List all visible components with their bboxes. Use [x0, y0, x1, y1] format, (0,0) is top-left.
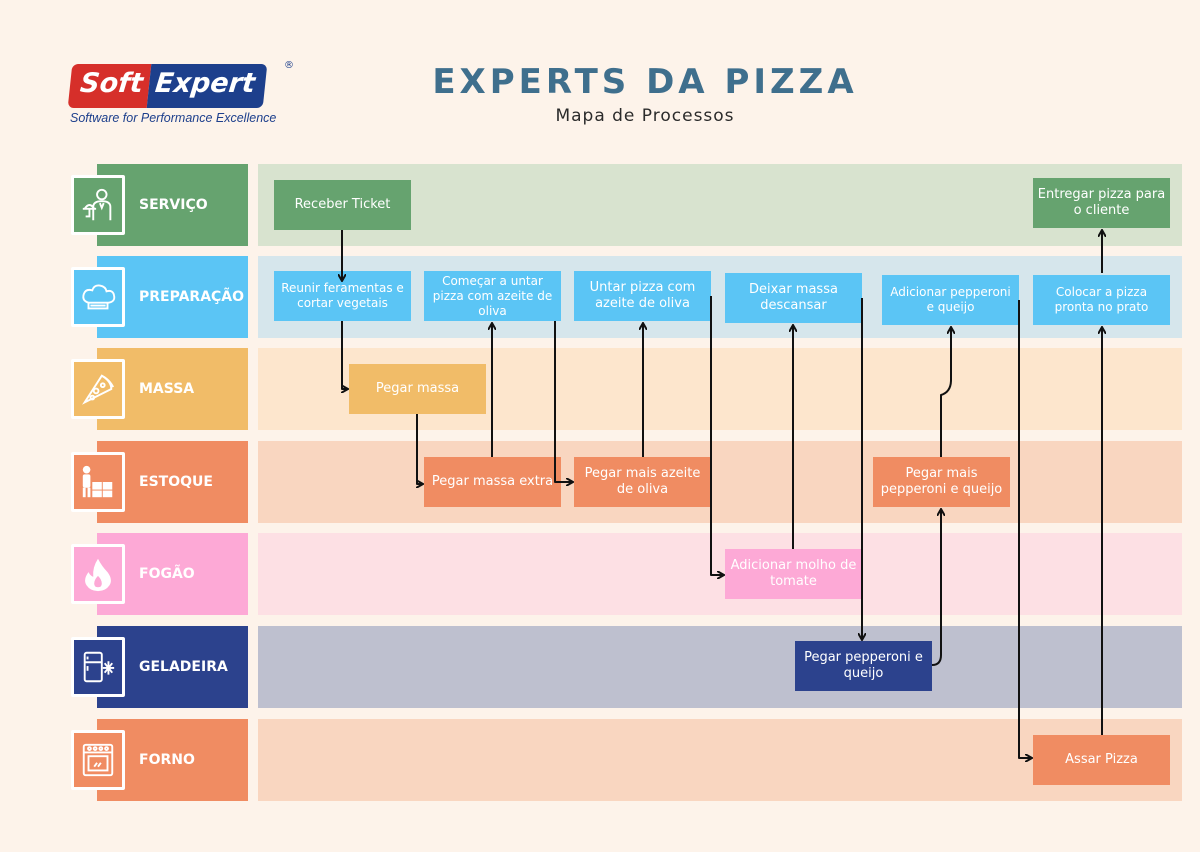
page-subtitle: Mapa de Processos: [555, 106, 735, 126]
step-deixar-massa: Deixar massa descansar: [725, 273, 862, 323]
lane-band-geladeira: [258, 626, 1182, 708]
step-pegar-mais-pepperoni: Pegar mais pepperoni e queijo: [873, 457, 1010, 507]
fire-icon: [71, 544, 125, 604]
softexpert-logo: Soft Expert ® Software for Performance E…: [67, 60, 300, 128]
waiter-icon: [71, 175, 125, 235]
step-entregar-pizza: Entregar pizza para o cliente: [1033, 178, 1170, 228]
oven-icon: [71, 730, 125, 790]
refrigerator-icon: [71, 637, 125, 697]
lane-band-servico: [258, 164, 1182, 246]
warehouse-worker-icon: [71, 452, 125, 512]
chef-hat-icon: [71, 267, 125, 327]
step-reunir-ferramentas: Reunir feramentas e cortar vegetais: [274, 271, 411, 321]
step-assar-pizza: Assar Pizza: [1033, 735, 1170, 785]
step-adicionar-pepperoni: Adicionar pepperoni e queijo: [882, 275, 1019, 325]
step-pegar-pepperoni: Pegar pepperoni e queijo: [795, 641, 932, 691]
logo-registered-mark: ®: [284, 60, 294, 71]
step-adicionar-molho: Adicionar molho de tomate: [725, 549, 862, 599]
step-pegar-massa-extra: Pegar massa extra: [424, 457, 561, 507]
step-receber-ticket: Receber Ticket: [274, 180, 411, 230]
step-comecar-untar: Começar a untar pizza com azeite de oliv…: [424, 271, 561, 321]
page-title: EXPERTS DA PIZZA: [432, 62, 858, 102]
step-pegar-massa: Pegar massa: [349, 364, 486, 414]
step-pegar-mais-azeite: Pegar mais azeite de oliva: [574, 457, 711, 507]
lane-band-fogao: [258, 533, 1182, 615]
pizza-slice-icon: [71, 359, 125, 419]
step-untar-pizza: Untar pizza com azeite de oliva: [574, 271, 711, 321]
logo-tagline: Software for Performance Excellence: [70, 111, 277, 125]
step-colocar-pizza: Colocar a pizza pronta no prato: [1033, 275, 1170, 325]
lane-band-estoque: [258, 441, 1182, 523]
